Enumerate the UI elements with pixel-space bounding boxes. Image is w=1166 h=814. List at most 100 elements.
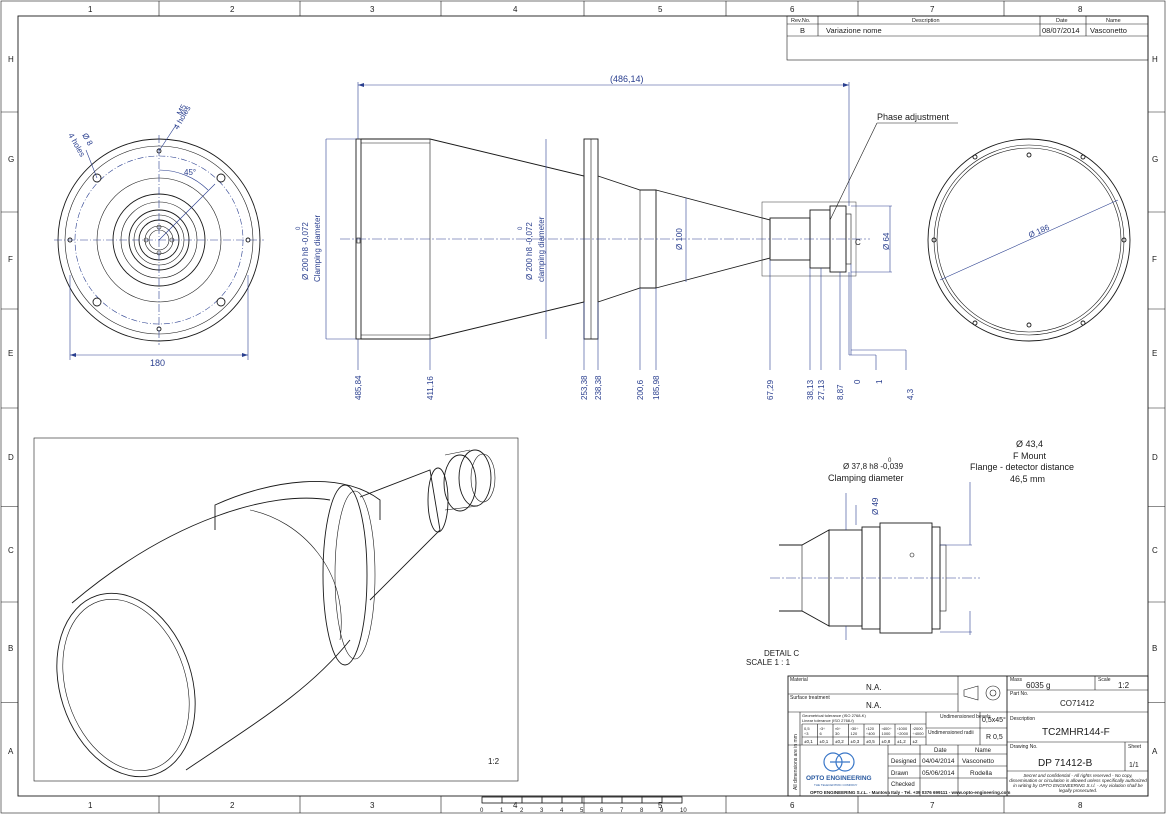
scale-tick-label: 3 xyxy=(540,808,544,814)
flange-label: Flange - detector distance xyxy=(970,462,1074,472)
clamp1-tol: 0 xyxy=(296,226,302,230)
description-value: TC2MHR144-F xyxy=(1042,727,1110,738)
tol-value: ±0,1 xyxy=(820,739,829,744)
overall-length: (486,14) xyxy=(610,74,644,84)
company-logo: OPTO ENGINEERING THE TELECENTRIC COMPANY xyxy=(806,752,872,787)
designed-name: Vasconetto xyxy=(962,758,994,765)
tol-value: ±0,3 xyxy=(851,739,860,744)
clamp2-dim: Ø 200 h8 -0,072 xyxy=(525,222,534,280)
position-label: 0 xyxy=(853,379,862,384)
tol-value: ±0,8 xyxy=(882,739,891,744)
tol-range: 6 xyxy=(820,731,823,736)
tol-range: ÷3 xyxy=(804,731,809,736)
tol-range: ÷400 xyxy=(866,731,876,736)
drawing-value: DP 71412-B xyxy=(1038,758,1093,769)
scale-tick-label: 4 xyxy=(560,808,564,814)
position-label: 200,6 xyxy=(636,379,645,400)
row-label: E xyxy=(1152,349,1157,358)
row-label: B xyxy=(8,644,13,653)
tol-range: 30 xyxy=(835,731,840,736)
row-label: H xyxy=(8,55,14,64)
undim-radii-label: Undimensioned radii xyxy=(928,730,974,736)
material-label: Material xyxy=(790,677,808,683)
geo-tol-label: Geometrical tolerance (ISO 2768-K) xyxy=(802,713,866,718)
column-label: 2 xyxy=(230,801,235,810)
detail-clamp-tol: 0 xyxy=(888,458,892,464)
desc-header: Description xyxy=(912,18,940,24)
iso-view: 1:2 xyxy=(33,437,519,782)
drawn-date: 05/06/2014 xyxy=(922,770,955,777)
tol-range: ›120 xyxy=(866,726,875,731)
scale-tick-label: 0 xyxy=(480,808,484,814)
position-label: 38,13 xyxy=(806,379,815,400)
column-label: 1 xyxy=(88,5,93,14)
scale-tick-label: 5 xyxy=(580,808,584,814)
tol-value: ±0,1 xyxy=(804,739,813,744)
description-label: Description xyxy=(1010,716,1035,722)
position-label: 185,98 xyxy=(652,375,661,400)
sheet-label: Sheet xyxy=(1128,744,1142,750)
mass-value: 6035 g xyxy=(1026,681,1050,690)
rev-date: 08/07/2014 xyxy=(1042,26,1080,35)
tol-range: ›400÷ xyxy=(882,726,893,731)
tol-range: 1000 xyxy=(882,731,892,736)
rev-header: Rev.No. xyxy=(791,18,811,24)
scale-tick-label: 1 xyxy=(500,808,504,814)
row-label: E xyxy=(8,349,13,358)
row-label: B xyxy=(1152,644,1157,653)
tol-range: ÷2000 xyxy=(897,731,909,736)
row-label: G xyxy=(8,155,14,164)
scale-tick-label: 7 xyxy=(620,808,624,814)
column-label: 5 xyxy=(658,5,663,14)
rev-desc: Variazione nome xyxy=(826,26,882,35)
tol-range: ›1000 xyxy=(897,726,908,731)
column-label: 6 xyxy=(790,5,795,14)
d434-dim: Ø 43,4 xyxy=(1016,439,1043,449)
rev-value: B xyxy=(800,26,805,35)
material-value: N.A. xyxy=(866,683,882,692)
detail-c-marker: C xyxy=(855,238,861,247)
projection-symbol-icon xyxy=(963,685,1001,701)
column-label: 8 xyxy=(1078,801,1083,810)
tol-value: ±0,2 xyxy=(835,739,844,744)
tol-range: ›30÷ xyxy=(851,726,860,731)
column-label: 7 xyxy=(930,801,935,810)
column-ticks xyxy=(158,1,1005,813)
tol-range: 0,5 xyxy=(804,726,810,731)
column-label: 3 xyxy=(370,5,375,14)
d186-dim: Ø 186 xyxy=(1027,223,1051,240)
column-label: 3 xyxy=(370,801,375,810)
surface-value: N.A. xyxy=(866,701,882,710)
title-block: Material N.A. Surface treatment N.A. Mas… xyxy=(787,675,1149,797)
name-head: Name xyxy=(975,748,992,754)
angle-label: 45° xyxy=(184,168,196,177)
rev-name: Vasconetto xyxy=(1090,26,1127,35)
tol-value: ±0,5 xyxy=(866,739,875,744)
position-label: 4,3 xyxy=(906,388,915,400)
flange-value: 46,5 mm xyxy=(1010,474,1045,484)
row-label: C xyxy=(1152,546,1158,555)
d49-dim: Ø 49 xyxy=(871,497,880,515)
part-label: Part No. xyxy=(1010,691,1028,697)
lin-tol-label: Linear tolerance (ISO 2768-f) xyxy=(802,718,854,723)
sheet-value: 1/1 xyxy=(1129,762,1139,769)
d100-dim: Ø 100 xyxy=(675,228,684,250)
drawn-label: Drawn xyxy=(891,771,908,777)
checked-label: Checked xyxy=(891,782,915,788)
clamp2-tol: 0 xyxy=(518,226,524,230)
row-label: A xyxy=(1152,747,1158,756)
drawing-label: Drawing No. xyxy=(1010,744,1038,750)
column-label: 8 xyxy=(1078,5,1083,14)
column-label: 1 xyxy=(88,801,93,810)
column-label: 5 xyxy=(658,801,663,810)
scale-tick-label: 10 xyxy=(680,808,687,814)
front-width-dim: 180 xyxy=(150,358,165,368)
date-head: Date xyxy=(934,748,947,754)
scale-tick-label: 2 xyxy=(520,808,524,814)
clamp1-dim: Ø 200 h8 -0,072 xyxy=(301,222,310,280)
position-label: 8,87 xyxy=(836,384,845,400)
